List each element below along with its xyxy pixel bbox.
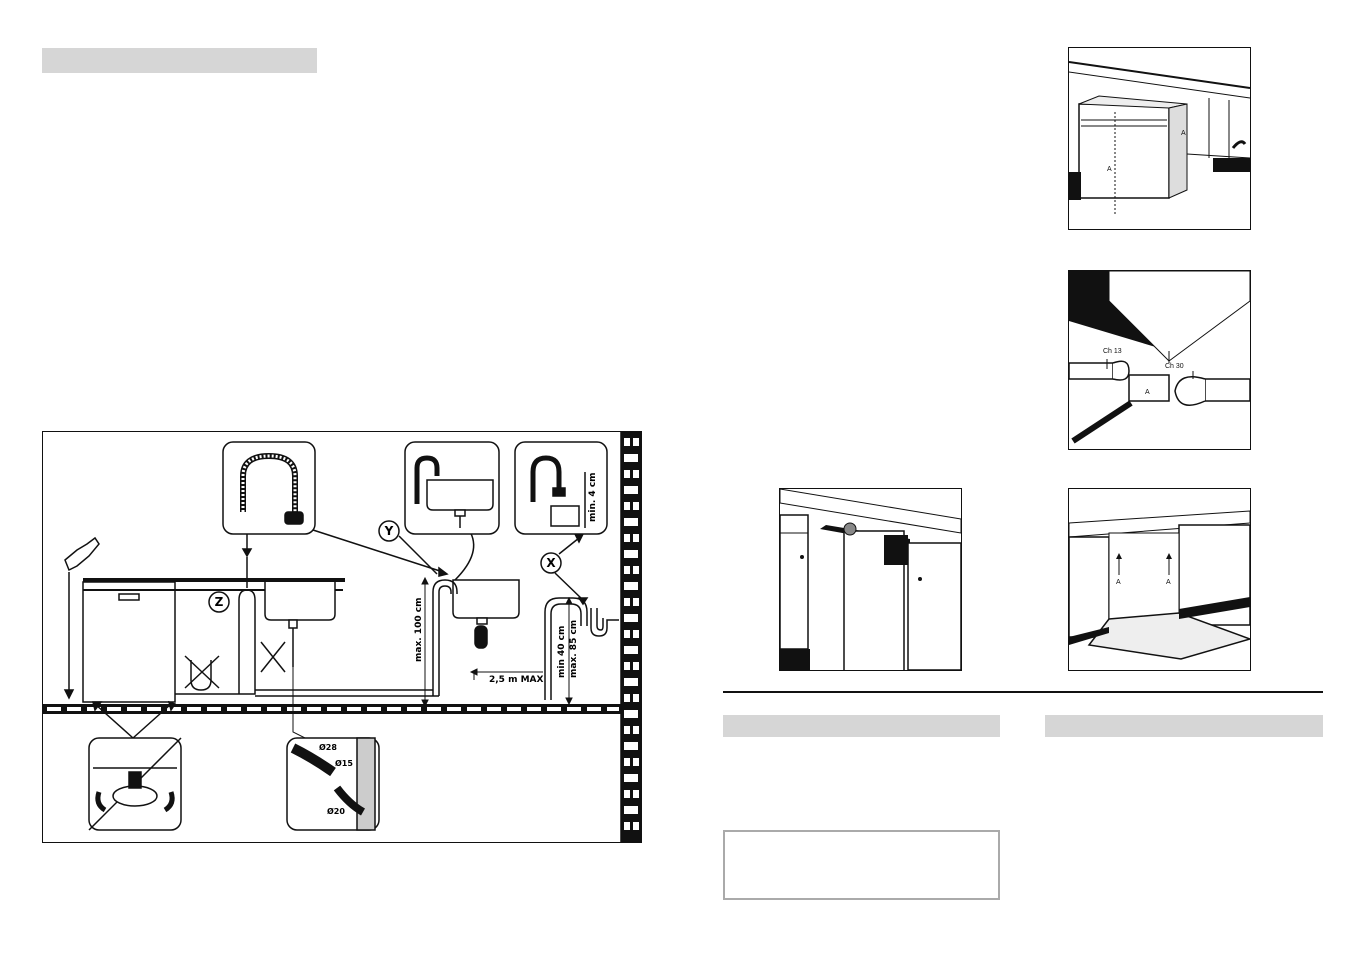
photo-foot-adjust-spanners: Ch 13 Ch 30 A	[1068, 270, 1251, 450]
dim-max25-label: 2,5 m MAX	[489, 675, 544, 685]
dim-d28-label: Ø28	[319, 742, 337, 752]
marker-a-4: A	[1116, 579, 1121, 586]
section-header-bar	[42, 48, 317, 73]
forbidden-trap-icon	[184, 641, 286, 691]
ch13-label: Ch 13	[1103, 348, 1122, 355]
photo-dishwasher-insertion: A A	[1068, 47, 1251, 230]
circle-y	[378, 520, 400, 542]
kitchen-sink	[264, 582, 336, 667]
dim-d15-label: Ø15	[335, 758, 353, 768]
inset-u-hose	[222, 441, 316, 535]
dim-min4-label: min. 4 cm	[588, 472, 598, 522]
drain-installation-diagram: max. 100 cm min 40 cm max. 85 cm 2,5 m M…	[42, 431, 642, 843]
dim-max100-label: max. 100 cm	[414, 598, 424, 662]
marker-a-1: A	[1107, 166, 1112, 173]
marker-a-2: A	[1181, 130, 1186, 137]
hose-z	[175, 548, 256, 695]
hand-pointer-icon	[63, 536, 100, 700]
floor-bricks	[43, 704, 621, 714]
marker-a-3: A	[1145, 389, 1150, 396]
sink-y	[432, 579, 520, 696]
dimension-max-100	[421, 576, 429, 708]
inset-min-4cm	[514, 441, 608, 535]
photo-door-alignment: A A	[1068, 488, 1251, 671]
dim-max85-label: max. 85 cm	[569, 620, 579, 678]
dishwasher-unit	[82, 581, 343, 703]
section-header-bar-left	[723, 715, 1000, 737]
section-divider	[723, 691, 1323, 693]
dimension-min40-max85	[469, 596, 573, 706]
inset-diameters	[286, 737, 380, 831]
section-header-bar-right	[1045, 715, 1323, 737]
brick-wall	[620, 432, 641, 842]
dim-d20-label: Ø20	[327, 806, 345, 816]
connector-line	[292, 652, 314, 743]
note-box	[723, 830, 1000, 900]
circle-z-label: Z	[215, 595, 224, 609]
circle-x	[540, 552, 562, 574]
ch30-label: Ch 30	[1165, 363, 1184, 370]
drain-pipe	[255, 689, 439, 697]
circle-x-label: X	[546, 556, 556, 570]
worktop	[83, 578, 345, 582]
photo-cabinet-doors	[779, 488, 962, 671]
circle-z	[208, 591, 230, 613]
circle-y-label: Y	[384, 524, 394, 538]
inset-sink-hook	[404, 441, 500, 535]
inset-foot-adjust	[88, 737, 182, 831]
callout-lines	[92, 528, 589, 739]
dim-min40-label: min 40 cm	[557, 626, 567, 678]
marker-a-5: A	[1166, 579, 1171, 586]
